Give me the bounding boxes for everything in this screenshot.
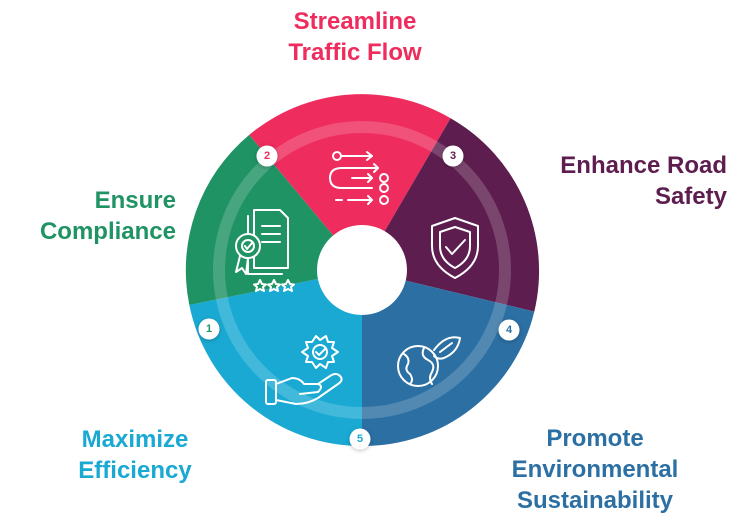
label-enhance-road-safety: Enhance Road Safety <box>477 150 727 212</box>
label-line: Safety <box>654 183 727 210</box>
badge-1-number: 1 <box>206 323 212 335</box>
label-ensure-compliance: Ensure Compliance <box>16 185 176 247</box>
segment-efficiency <box>189 270 362 447</box>
badge-5-number: 5 <box>357 433 363 445</box>
label-maximize-efficiency: Maximize Efficiency <box>60 424 210 486</box>
label-line: Compliance <box>39 218 176 245</box>
badge-2-number: 2 <box>264 150 270 162</box>
badge-4: 4 <box>498 319 520 341</box>
badge-4-number: 4 <box>506 324 513 336</box>
badge-3-number: 3 <box>450 150 456 162</box>
badge-3: 3 <box>442 145 464 167</box>
label-line: Promote <box>546 425 644 452</box>
label-line: Efficiency <box>78 457 192 484</box>
globe-leaf-icon <box>397 336 461 387</box>
shield-check-icon <box>431 217 479 279</box>
label-line: Ensure <box>94 187 176 214</box>
badge-2: 2 <box>256 145 278 167</box>
label-line: Traffic Flow <box>288 39 422 66</box>
label-streamline-traffic-flow: Streamline Traffic Flow <box>225 6 485 68</box>
label-line: Enhance Road <box>560 152 727 179</box>
segment-sustainability <box>362 270 535 447</box>
segment-traffic <box>249 94 451 270</box>
badge-5: 5 <box>349 428 371 450</box>
label-promote-environmental-sustainability: Promote Environmental Sustainability <box>460 423 730 516</box>
label-line: Environmental <box>511 456 679 483</box>
badge-1: 1 <box>198 318 220 340</box>
hand-gear-icon <box>265 335 343 405</box>
label-line: Maximize <box>81 426 189 453</box>
certificate-document-icon <box>235 209 295 292</box>
label-line: Sustainability <box>516 487 674 514</box>
label-line: Streamline <box>293 8 417 35</box>
inner-track-ring <box>213 121 511 419</box>
traffic-flow-icon <box>329 151 389 205</box>
center-hub <box>317 225 407 315</box>
